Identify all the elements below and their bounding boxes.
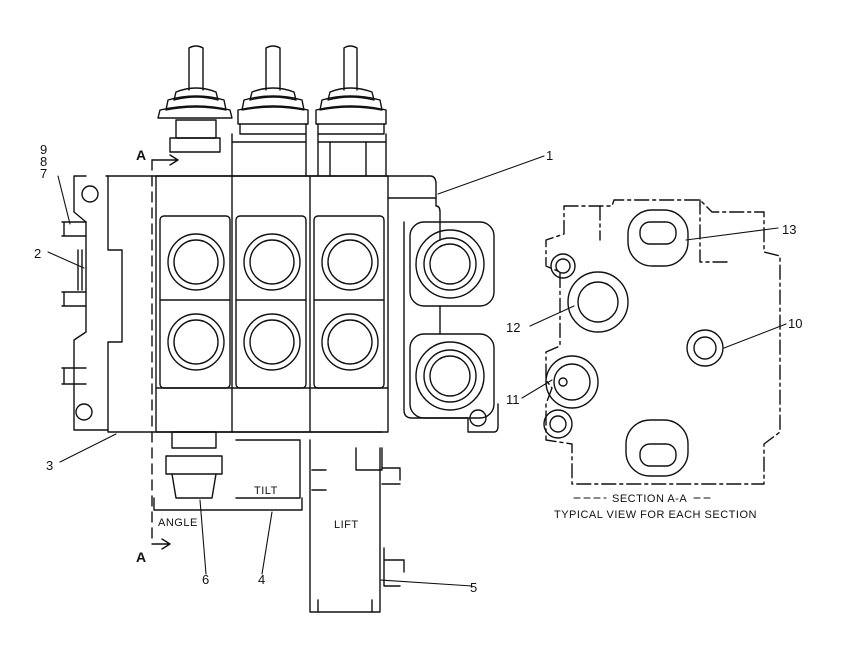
callout-13: 13 <box>782 222 796 237</box>
callout-5: 5 <box>470 580 477 595</box>
valve-assembly <box>47 45 545 613</box>
callout-3: 3 <box>46 458 53 473</box>
section-title: SECTION A-A <box>612 493 687 505</box>
callout-12: 12 <box>506 320 520 335</box>
ports <box>167 233 379 371</box>
end-plate <box>61 175 109 431</box>
section-caption: TYPICAL VIEW FOR EACH SECTION <box>554 509 757 521</box>
section-mark-bottom: A <box>136 549 146 565</box>
inlet-outlet-cover <box>387 197 499 433</box>
callout-1: 1 <box>546 148 553 163</box>
callout-4: 4 <box>258 572 265 587</box>
section-a-a-view <box>521 199 787 485</box>
callout-6: 6 <box>202 572 209 587</box>
callout-9: 9 <box>40 142 47 157</box>
callout-8: 8 <box>40 154 47 169</box>
section-mark-top: A <box>136 147 146 163</box>
callout-2: 2 <box>34 246 41 261</box>
section-line-a-a <box>151 154 179 550</box>
callout-10: 10 <box>788 316 802 331</box>
callout-7: 7 <box>40 166 47 181</box>
spool-boots <box>157 45 387 153</box>
callout-11: 11 <box>506 392 520 407</box>
valve-upper-housings <box>231 133 387 177</box>
valve-body <box>105 175 437 433</box>
section-details <box>543 209 724 477</box>
section-leader-lines <box>521 227 787 399</box>
lower-spool-ends <box>153 431 405 613</box>
spool-label-lift: LIFT <box>334 519 359 531</box>
leader-lines <box>47 155 545 587</box>
spool-label-angle: ANGLE <box>158 517 198 529</box>
spool-label-tilt: TILT <box>254 485 278 497</box>
section-outline <box>545 199 781 485</box>
labels: 1 2 3 4 5 6 7 8 9 10 11 12 13 A A ANGLE … <box>34 142 802 595</box>
